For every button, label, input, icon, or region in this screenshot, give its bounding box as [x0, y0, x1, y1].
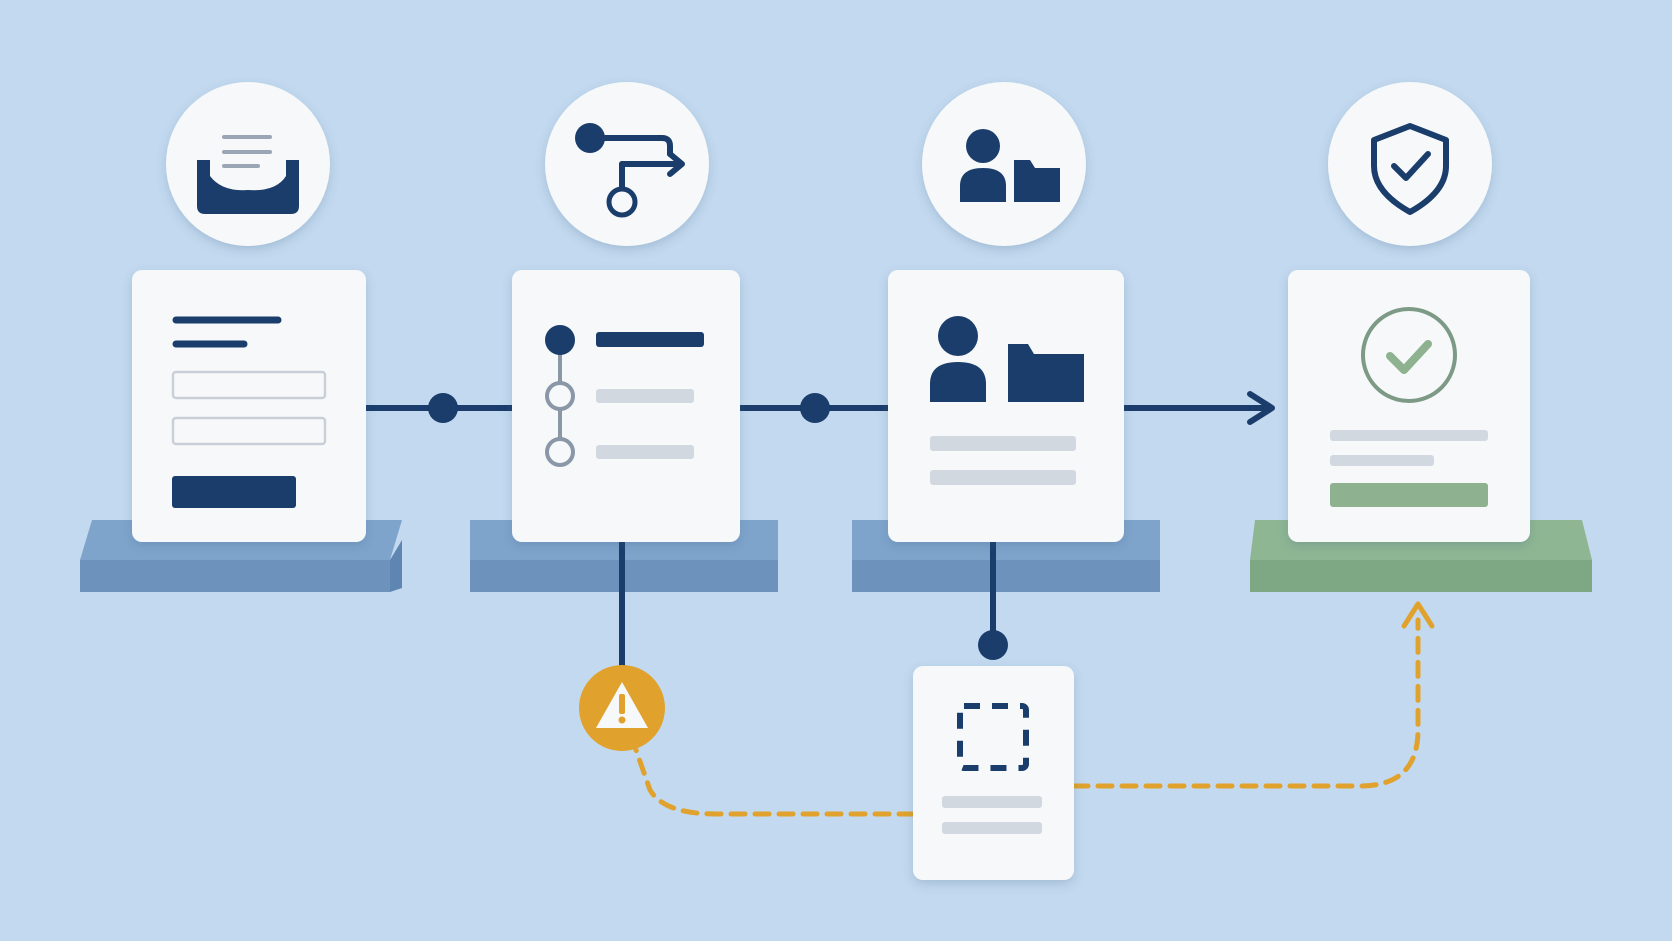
form-field — [171, 370, 327, 400]
arrow-head-icon — [1247, 391, 1275, 425]
inbox-document-icon — [197, 116, 299, 214]
icon-circle-assignment — [922, 82, 1086, 246]
approved-bar — [1330, 483, 1488, 507]
drop-node — [978, 630, 1008, 660]
exception-dashed-paths — [633, 601, 1435, 817]
warning-icon — [596, 682, 648, 728]
dashed-selection-icon — [957, 703, 1029, 771]
connector-node — [428, 393, 458, 423]
form-submit-button — [172, 476, 296, 508]
review-card — [913, 666, 1074, 880]
dashed-arrow-head-icon — [1401, 601, 1435, 629]
step-node — [545, 437, 575, 467]
icon-circle-routing — [545, 82, 709, 246]
form-field — [171, 416, 327, 446]
form-card — [132, 270, 366, 542]
icon-circle-intake — [166, 82, 330, 246]
approval-card — [1288, 270, 1530, 542]
user-folder-icon — [960, 129, 1060, 202]
step-node — [545, 381, 575, 411]
shield-check-icon — [1371, 123, 1449, 215]
step-node-active — [545, 325, 575, 355]
exception-drop-lines — [619, 537, 1008, 671]
user-folder-card — [888, 270, 1124, 542]
dashed-path-review-to-warning — [633, 747, 916, 817]
main-flow-connectors — [363, 391, 1275, 425]
warning-badge — [579, 665, 665, 751]
workflow-steps-card — [512, 270, 740, 542]
icon-circle-approval — [1328, 82, 1492, 246]
check-circle-icon — [1361, 307, 1457, 403]
dashed-path-review-to-approval — [1071, 617, 1421, 789]
connector-node — [800, 393, 830, 423]
branch-route-icon — [575, 123, 685, 218]
